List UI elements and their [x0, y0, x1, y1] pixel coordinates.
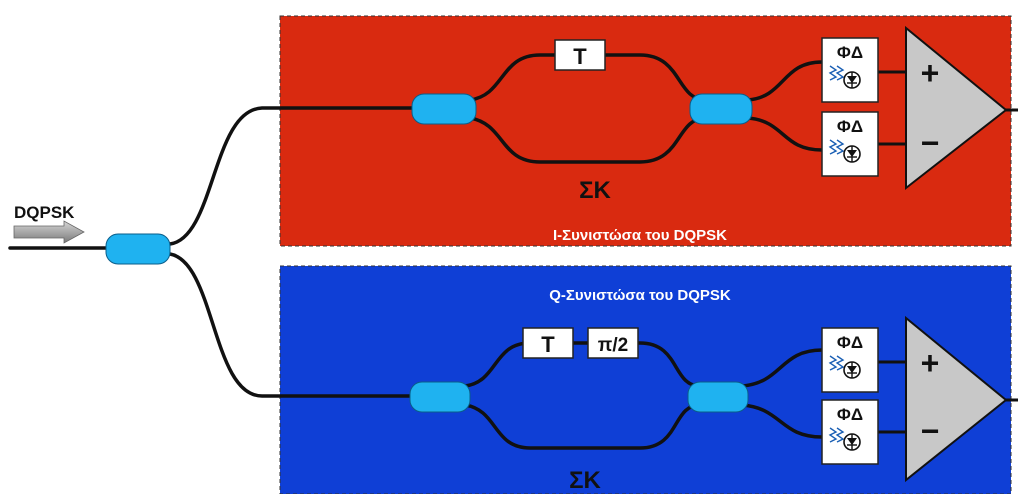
i-differential-amplifier — [905, 25, 1008, 191]
i-detector-bottom — [821, 111, 879, 177]
q-phase-shift-box — [587, 327, 639, 359]
q-detector-bottom-label: ΦΔ — [837, 405, 863, 424]
i-minus-sign: − — [921, 125, 940, 161]
i-delay-label: T — [573, 44, 587, 69]
q-detector-bottom — [821, 399, 879, 465]
q-minus-sign: − — [921, 413, 940, 449]
i-detector-bottom-label: ΦΔ — [837, 117, 863, 136]
q-lower-arm — [463, 403, 702, 450]
q-phase-shift-label: π/2 — [598, 335, 628, 356]
q-interferometer-label: ΣΚ — [569, 467, 601, 494]
i-plus-sign: + — [921, 55, 940, 91]
q-differential-amplifier — [905, 315, 1008, 483]
input-arrow-icon — [13, 220, 85, 244]
input-label: DQPSK — [14, 203, 75, 222]
q-detector-top — [821, 327, 879, 393]
q-plus-sign: + — [921, 345, 940, 381]
q-branch-panel — [279, 265, 1012, 495]
q-input-coupler — [409, 381, 471, 413]
splitter-to-q-fiber — [168, 252, 422, 398]
i-interferometer-label: ΣΚ — [579, 177, 611, 204]
i-output-coupler — [689, 93, 753, 125]
input-splitter-coupler — [105, 233, 171, 265]
q-upper-arm — [463, 341, 702, 388]
i-delay-box — [554, 39, 606, 71]
q-to-detector-bottom — [740, 403, 824, 439]
i-to-detector-bottom — [746, 116, 824, 152]
q-delay-label: T — [541, 332, 555, 357]
q-output-coupler — [687, 381, 749, 413]
i-detector-top-label: ΦΔ — [837, 43, 863, 62]
i-detector-top — [821, 37, 879, 103]
q-detector-top-label: ΦΔ — [837, 333, 863, 352]
q-to-detector-top — [740, 348, 824, 388]
i-branch-panel — [279, 15, 1012, 247]
splitter-to-i-fiber — [168, 106, 422, 246]
q-delay-box — [522, 327, 574, 359]
q-branch-caption: Q-Συνιστώσα του DQPSK — [549, 287, 731, 304]
i-branch-caption: I-Συνιστώσα του DQPSK — [553, 227, 727, 244]
i-input-coupler — [411, 93, 477, 125]
i-to-detector-top — [746, 60, 824, 102]
i-lower-arm — [468, 116, 708, 164]
